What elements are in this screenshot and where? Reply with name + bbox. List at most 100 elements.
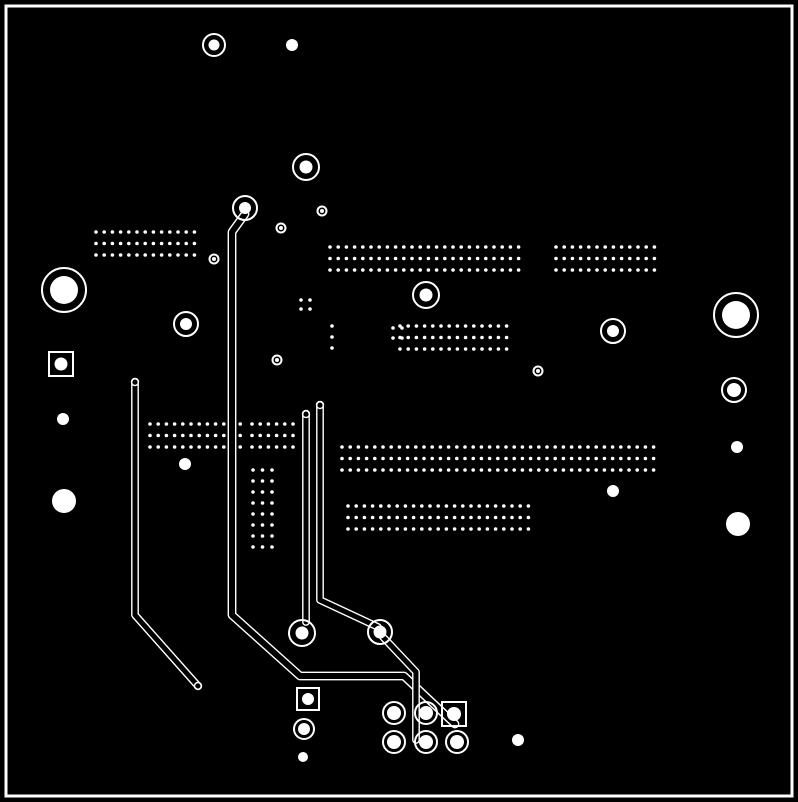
- thermal-dot: [444, 527, 449, 531]
- pad-left-large-dot: [52, 489, 76, 513]
- thermal-dot: [545, 445, 549, 449]
- thermal-dot: [537, 445, 541, 449]
- trace-terminal-via: [301, 409, 311, 419]
- thermal-dot: [644, 256, 648, 261]
- thermal-dot: [643, 456, 648, 461]
- thermal-dot: [528, 445, 533, 449]
- via-right-upper: [412, 281, 440, 309]
- thermal-dot: [192, 241, 197, 246]
- thermal-dot: [595, 245, 599, 249]
- via-top-left: [202, 33, 226, 57]
- thermal-dot: [389, 456, 394, 461]
- thermal-dot: [422, 468, 426, 472]
- thermal-dot: [447, 324, 452, 328]
- thermal-dot: [354, 515, 359, 520]
- thermal-dot: [628, 256, 632, 261]
- thermal-dot: [192, 230, 197, 234]
- pad-cluster-b1: [382, 730, 406, 754]
- thermal-dot: [213, 433, 218, 438]
- thermal-dot: [553, 468, 557, 472]
- thermal-dot: [496, 347, 501, 351]
- thermal-dot: [635, 468, 639, 472]
- pad-ring: [271, 354, 283, 366]
- thermal-dot: [651, 468, 656, 472]
- thermal-dot: [451, 245, 455, 249]
- thermal-dot: [471, 468, 476, 472]
- thermal-dot: [420, 527, 424, 531]
- thermal-dot: [496, 335, 501, 340]
- pad-left-small-dot: [57, 413, 69, 425]
- thermal-dot: [266, 433, 271, 438]
- thermal-dot: [586, 456, 590, 461]
- thermal-dot: [260, 545, 265, 549]
- thermal-dot: [346, 504, 350, 508]
- thermal-dot: [393, 256, 398, 261]
- pad-ring: [532, 365, 544, 377]
- pad-center: [387, 735, 401, 749]
- via-small-e: [532, 365, 544, 377]
- thermal-dot: [475, 245, 480, 249]
- thermal-dot: [569, 445, 574, 449]
- thermal-dot: [512, 456, 516, 461]
- thermal-dot: [181, 433, 185, 438]
- thermal-dot: [250, 433, 254, 438]
- thermal-dot: [260, 479, 265, 483]
- thermal-dot: [405, 456, 410, 461]
- pad-bottom-left-dot: [298, 752, 308, 762]
- thermal-dot: [480, 347, 484, 351]
- thermal-dot: [362, 515, 367, 520]
- thermal-dot: [636, 245, 640, 249]
- thermal-dot: [283, 445, 287, 449]
- pad-center: [208, 39, 220, 51]
- thermal-dot: [569, 456, 574, 461]
- thermal-dot: [644, 245, 648, 249]
- thermal-dot: [428, 515, 432, 520]
- thermal-dot: [578, 256, 583, 261]
- thermal-dot: [151, 253, 156, 257]
- thermal-dot: [381, 456, 385, 461]
- thermal-dot: [479, 468, 484, 472]
- thermal-dot: [510, 504, 514, 508]
- thermal-dot: [266, 445, 271, 449]
- thermal-dot: [370, 527, 375, 531]
- thermal-dot: [578, 268, 583, 272]
- thermal-dot: [260, 501, 265, 505]
- thermal-dot: [434, 256, 439, 261]
- thermal-dot: [398, 347, 402, 351]
- thermal-dot: [587, 245, 591, 249]
- thermal-dot: [397, 445, 402, 449]
- thermal-dot: [504, 324, 509, 328]
- thermal-dot: [336, 268, 341, 272]
- thermal-dot: [102, 241, 106, 246]
- pad-right-large-dot: [726, 512, 750, 536]
- thermal-dot: [127, 253, 131, 257]
- thermal-dot: [274, 445, 279, 449]
- dot-grid-left-band: [148, 422, 242, 449]
- pad-center: [419, 735, 433, 749]
- thermal-dot: [377, 256, 382, 261]
- thermal-dot: [430, 468, 435, 472]
- thermal-dot: [213, 445, 218, 449]
- thermal-dot: [172, 445, 177, 449]
- pad-left-ring-large: [41, 267, 87, 313]
- thermal-dot: [291, 445, 295, 449]
- thermal-dot: [361, 245, 365, 249]
- thermal-dot: [127, 230, 131, 234]
- thermal-dot: [518, 504, 522, 508]
- thermal-dot: [488, 324, 493, 328]
- pad-top-right-dot: [286, 39, 298, 51]
- thermal-dot: [156, 422, 160, 426]
- thermal-dot: [270, 512, 274, 516]
- thermal-dot: [426, 268, 431, 272]
- thermal-dot: [434, 245, 439, 249]
- thermal-dot: [493, 527, 498, 531]
- thermal-dot: [330, 346, 334, 350]
- via-small-a: [316, 205, 328, 217]
- thermal-dot: [406, 324, 411, 328]
- pad-center: [447, 707, 461, 721]
- thermal-dot: [436, 504, 441, 508]
- thermal-dot: [251, 490, 255, 494]
- pad-center: [180, 318, 192, 330]
- thermal-dot: [402, 268, 406, 272]
- thermal-dot: [602, 468, 607, 472]
